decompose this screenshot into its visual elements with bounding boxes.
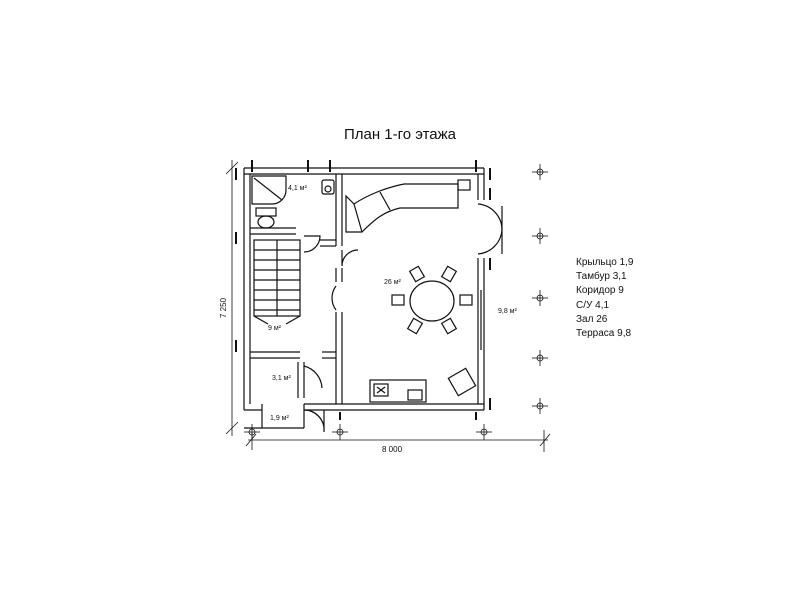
dimension-lines (225, 160, 551, 452)
room-label-corridor: 9 м² (268, 325, 282, 332)
legend-item: С/У 4,1 (576, 299, 610, 311)
dimension-height: 7 250 (219, 297, 228, 318)
dining-set (391, 265, 473, 335)
staircase (253, 239, 301, 325)
kitchen (369, 367, 477, 403)
room-label-bathroom: 4,1 м² (288, 185, 307, 192)
legend-item: Терраса 9,8 (576, 328, 632, 340)
room-label-living: 26 м² (384, 279, 402, 286)
room-label-porch: 1,9 м² (270, 415, 289, 422)
legend-item: Зал 26 (576, 313, 608, 325)
room-label-terrace: 9,8 м² (498, 308, 517, 315)
dimension-width: 8 000 (382, 445, 403, 454)
plan-title: План 1-го этажа (343, 126, 457, 143)
sofa (345, 179, 471, 233)
legend-item: Крыльцо 1,9 (576, 257, 634, 268)
legend-item: Тамбур 3,1 (576, 271, 627, 283)
interior-walls (244, 174, 343, 429)
legend-item: Коридор 9 (576, 285, 624, 297)
bathroom-fixtures (251, 175, 335, 229)
room-label-vestibule: 3,1 м² (272, 375, 291, 382)
outer-walls (243, 167, 485, 411)
doors (303, 203, 503, 433)
log-ends (235, 160, 491, 420)
axis-markers (244, 164, 548, 440)
area-legend: Крыльцо 1,9 Тамбур 3,1 Коридор 9 С/У 4,1… (576, 256, 633, 341)
